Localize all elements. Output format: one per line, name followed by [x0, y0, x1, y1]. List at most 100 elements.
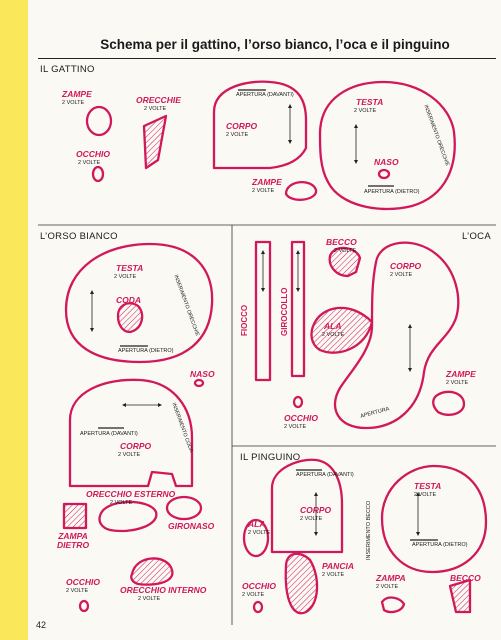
- pinguino-testa-qty: 2 VOLTE: [414, 492, 437, 498]
- oca-girocollo-label: GIROCOLLO: [280, 287, 289, 336]
- gattino-apertura-dietro: APERTURA (DIETRO): [364, 189, 420, 195]
- orso-coda-shape: [116, 302, 144, 334]
- oca-ala-qty: 2 VOLTE: [322, 332, 345, 338]
- orso-testa-qty: 2 VOLTE: [114, 274, 137, 280]
- page-title: Schema per il gattino, l’orso bianco, l’…: [100, 37, 450, 52]
- oca-occhio-label: OCCHIO: [284, 413, 318, 423]
- pinguino-pancia-qty: 2 VOLTE: [322, 572, 345, 578]
- orso-orecchio-esterno-shape: [98, 500, 158, 533]
- section-pinguino: IL PINGUINO: [240, 452, 301, 463]
- section-dividers: [38, 224, 496, 625]
- pinguino-testa-shape: [380, 464, 488, 574]
- orso-occhio-label: OCCHIO: [66, 577, 100, 587]
- pinguino-zampa-shape: [380, 596, 406, 614]
- orso-zampa-dietro-label: ZAMPA DIETRO: [56, 531, 90, 550]
- pinguino-apertura-dietro: APERTURA (DIETRO): [412, 542, 468, 548]
- gattino-zampe2-label: ZAMPE: [252, 177, 282, 187]
- gattino-apertura-davanti: APERTURA (DAVANTI): [236, 92, 294, 98]
- pinguino-occhio-qty: 2 VOLTE: [242, 592, 265, 598]
- pinguino-ala-label: ALA: [248, 519, 266, 529]
- oca-ala-shape: [310, 306, 374, 354]
- oca-becco-label: BECCO: [326, 237, 357, 247]
- pinguino-occhio-label: OCCHIO: [242, 581, 276, 591]
- pinguino-apertura-davanti: APERTURA (DAVANTI): [296, 472, 354, 478]
- orso-coda-label: CODA: [116, 295, 142, 305]
- oca-occhio-qty: 2 VOLTE: [284, 424, 307, 430]
- oca-corpo-shape: [334, 241, 460, 430]
- oca-fiocco-label: FIOCCO: [240, 304, 249, 336]
- gattino-zampe-shape: [85, 105, 113, 137]
- orso-orecchio-interno-label: ORECCHIO INTERNO: [120, 585, 207, 595]
- orso-gironaso-shape: [165, 495, 203, 521]
- orso-apertura-dietro: APERTURA (DIETRO): [118, 348, 174, 354]
- pinguino-inserimento-becco: INSERIMENTO BECCO: [366, 500, 372, 560]
- orso-zampa-dietro-shape: [62, 502, 88, 530]
- pinguino-corpo-label: CORPO: [300, 505, 332, 515]
- gattino-naso-label: NASO: [374, 157, 399, 167]
- pinguino-pancia-label: PANCIA: [322, 561, 354, 571]
- gattino-zampe-qty: 2 VOLTE: [62, 100, 85, 106]
- section-orso: L’ORSO BIANCO: [40, 231, 118, 242]
- oca-ala-label: ALA: [324, 321, 342, 331]
- oca-girocollo-shape: [290, 240, 306, 378]
- pinguino-occhio-shape: [252, 600, 264, 614]
- pinguino-corpo-qty: 2 VOLTE: [300, 516, 323, 522]
- oca-zampe-label: ZAMPE: [446, 369, 476, 379]
- orso-corpo-qty: 2 VOLTE: [118, 452, 141, 458]
- gattino-corpo-shape: [212, 80, 308, 170]
- orso-naso-shape: [193, 378, 205, 388]
- orso-testa-shape: [64, 242, 214, 364]
- orso-occhio-shape: [78, 599, 90, 613]
- paper-sheet: [28, 0, 501, 640]
- oca-corpo-qty: 2 VOLTE: [390, 272, 413, 278]
- gattino-orecchie-qty: 2 VOLTE: [144, 106, 167, 112]
- pinguino-corpo-shape: [270, 458, 344, 554]
- orso-corpo-label: CORPO: [120, 441, 152, 451]
- orso-orecchio-interno-shape: [130, 557, 174, 586]
- gattino-occhio-qty: 2 VOLTE: [78, 160, 101, 166]
- gattino-occhio-shape: [91, 165, 105, 183]
- pinguino-zampa-label: ZAMPA: [376, 573, 406, 583]
- gattino-corpo-label: CORPO: [226, 121, 258, 131]
- oca-corpo-label: CORPO: [390, 261, 422, 271]
- oca-zampe-shape: [432, 390, 466, 416]
- orso-orecchio-esterno-qty: 2 VOLTE: [110, 500, 133, 506]
- binding-strip: [0, 0, 28, 640]
- pinguino-pancia-shape: [284, 552, 319, 615]
- oca-becco-shape: [328, 246, 362, 278]
- oca-fiocco-shape: [254, 240, 272, 382]
- oca-zampe-qty: 2 VOLTE: [446, 380, 469, 386]
- oca-occhio-shape: [292, 395, 304, 409]
- orso-corpo-shape: [68, 378, 194, 488]
- page-number: 42: [36, 620, 47, 630]
- orso-occhio-qty: 2 VOLTE: [66, 588, 89, 594]
- orso-apertura-davanti: APERTURA (DAVANTI): [80, 431, 138, 437]
- orso-orecchio-esterno-label: ORECCHIO ESTERNO: [86, 489, 176, 499]
- pinguino-zampa-qty: 2 VOLTE: [376, 584, 399, 590]
- gattino-testa-label: TESTA: [356, 97, 384, 107]
- pinguino-ala-shape: [242, 518, 270, 558]
- gattino-zampe-small-shape: [284, 181, 318, 201]
- gattino-zampe-label: ZAMPE: [62, 89, 92, 99]
- gattino-testa-qty: 2 VOLTE: [354, 108, 377, 114]
- section-gattino: IL GATTINO: [40, 64, 95, 75]
- orso-naso-label: NASO: [190, 369, 215, 379]
- orso-orecchio-interno-qty: 2 VOLTE: [138, 596, 161, 602]
- gattino-occhio-label: OCCHIO: [76, 149, 110, 159]
- gattino-naso-shape: [377, 168, 391, 180]
- orso-testa-label: TESTA: [116, 263, 144, 273]
- pinguino-testa-label: TESTA: [414, 481, 442, 491]
- gattino-orecchie-shape: [142, 114, 168, 170]
- section-oca: L’OCA: [462, 231, 491, 242]
- pinguino-ala-qty: 2 VOLTE: [248, 530, 271, 536]
- gattino-orecchie-label: ORECCHIE: [136, 95, 181, 105]
- gattino-zampe2-qty: 2 VOLTE: [252, 188, 275, 194]
- title-underline: [38, 58, 496, 59]
- oca-becco-qty: 2 VOLTE: [334, 248, 357, 254]
- gattino-corpo-qty: 2 VOLTE: [226, 132, 249, 138]
- orso-gironaso-label: GIRONASO: [168, 521, 215, 531]
- pinguino-becco-label: BECCO: [450, 573, 481, 583]
- gattino-testa-shape: [318, 80, 456, 211]
